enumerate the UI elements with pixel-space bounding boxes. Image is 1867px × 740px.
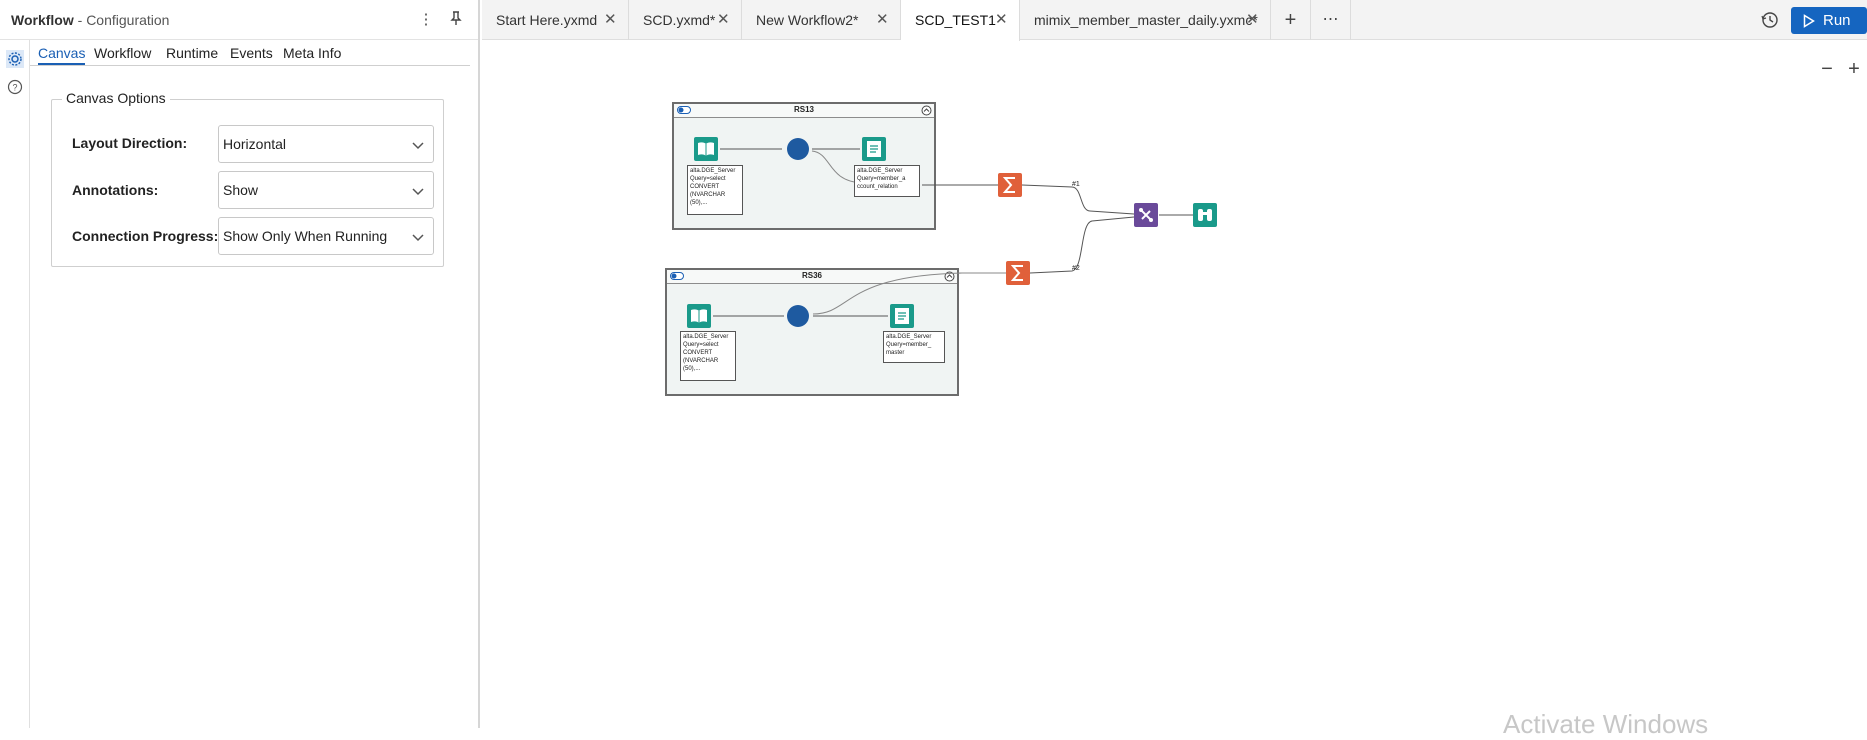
tab-new-workflow2[interactable]: New Workflow2* ✕: [742, 0, 901, 40]
input-data-tool-icon[interactable]: [687, 304, 711, 328]
tab-start-here[interactable]: Start Here.yxmd ✕: [482, 0, 629, 40]
workflow-canvas[interactable]: − + RS13 RS36: [482, 41, 1867, 739]
container-header: RS36: [667, 270, 957, 284]
canvas-options-legend: Canvas Options: [62, 90, 170, 106]
layout-direction-select[interactable]: Horizontal: [218, 125, 434, 163]
collapse-icon[interactable]: [921, 105, 932, 116]
layout-direction-value: Horizontal: [223, 136, 287, 152]
chevron-down-icon: [412, 234, 424, 242]
toggle-icon[interactable]: [670, 272, 684, 280]
annotations-label: Annotations:: [72, 182, 159, 198]
close-icon[interactable]: ✕: [995, 11, 1008, 28]
side-rail: ?: [0, 40, 30, 728]
pin-icon[interactable]: [446, 10, 466, 30]
summarize-tool-icon[interactable]: [1006, 261, 1030, 285]
zoom-out-button[interactable]: −: [1821, 58, 1833, 80]
tool-annotation: alta.DGE_Server Query=select CONVERT (NV…: [687, 165, 743, 215]
help-icon[interactable]: ?: [6, 78, 24, 96]
tab-label: Start Here.yxmd: [496, 12, 598, 28]
panel-title-sub: - Configuration: [73, 12, 170, 28]
tab-meta-info[interactable]: Meta Info: [283, 45, 342, 61]
connection-progress-value: Show Only When Running: [223, 228, 388, 244]
container-title: RS13: [793, 105, 814, 114]
connection-anchor-label: #1: [1072, 181, 1080, 188]
zoom-in-button[interactable]: +: [1848, 58, 1860, 80]
collapse-icon[interactable]: [944, 271, 955, 282]
svg-text:?: ?: [12, 83, 17, 93]
tab-label: SCD.yxmd*: [643, 12, 716, 28]
output-data-tool-icon[interactable]: [890, 304, 914, 328]
formula-tool-icon[interactable]: [786, 137, 810, 161]
canvas-options-group: Canvas Options Layout Direction: Horizon…: [51, 90, 444, 267]
container-header: RS13: [674, 104, 934, 118]
annotations-value: Show: [223, 182, 259, 198]
play-icon: [1803, 14, 1815, 28]
layout-direction-label: Layout Direction:: [72, 135, 188, 151]
chevron-down-icon: [412, 142, 424, 150]
chevron-down-icon: [412, 188, 424, 196]
connection-progress-label: Connection Progress:: [72, 228, 219, 244]
connection-line: [1029, 216, 1135, 274]
summarize-tool-icon[interactable]: [998, 173, 1022, 197]
connection-progress-select[interactable]: Show Only When Running: [218, 217, 434, 255]
tab-mimix-member-master-daily[interactable]: mimix_member_master_daily.yxmc* ✕: [1020, 0, 1271, 40]
panel-title: Workflow - Configuration: [11, 12, 169, 28]
tool-annotation: alta.DGE_Server Query=member_a ccount_re…: [854, 165, 920, 197]
input-data-tool-icon[interactable]: [694, 137, 718, 161]
close-icon[interactable]: ✕: [876, 11, 889, 28]
tab-canvas[interactable]: Canvas: [38, 45, 86, 65]
tool-annotation: alta.DGE_Server Query=member_ master: [883, 331, 945, 363]
browse-tool-icon[interactable]: [1193, 203, 1217, 227]
tab-label: mimix_member_master_daily.yxmc*: [1034, 12, 1258, 28]
panel-title-main: Workflow: [11, 12, 74, 28]
more-tabs-button[interactable]: ⋯: [1311, 0, 1351, 40]
configuration-panel: Workflow - Configuration ⋮ ? Canvas Work…: [0, 0, 480, 728]
history-icon[interactable]: [1760, 10, 1780, 30]
document-tab-bar: Start Here.yxmd ✕ SCD.yxmd* ✕ New Workfl…: [482, 0, 1867, 41]
tab-scd-test1[interactable]: SCD_TEST1 ✕: [901, 0, 1020, 41]
settings-gear-icon[interactable]: [6, 50, 24, 68]
close-icon[interactable]: ✕: [717, 11, 730, 28]
container-title: RS36: [801, 271, 822, 280]
more-options-icon[interactable]: ⋮: [418, 11, 434, 28]
union-tool-icon[interactable]: [1134, 203, 1158, 227]
add-tab-button[interactable]: +: [1271, 0, 1311, 40]
connection-anchor-label: #2: [1072, 265, 1080, 272]
connection-line: [1021, 184, 1135, 215]
tab-label: SCD_TEST1: [915, 12, 996, 28]
run-button[interactable]: Run: [1791, 7, 1867, 34]
tab-label: New Workflow2*: [756, 12, 859, 28]
tab-scd[interactable]: SCD.yxmd* ✕: [629, 0, 742, 40]
run-button-label: Run: [1823, 12, 1851, 29]
annotations-select[interactable]: Show: [218, 171, 434, 209]
configuration-header: Workflow - Configuration ⋮: [0, 0, 478, 40]
configuration-tabs: Canvas Workflow Runtime Events Meta Info: [30, 44, 470, 66]
close-icon[interactable]: ✕: [1246, 11, 1259, 28]
activate-windows-watermark: Activate Windows: [1503, 709, 1709, 739]
tool-annotation: alta.DGE_Server Query=select CONVERT (NV…: [680, 331, 736, 381]
tab-events[interactable]: Events: [230, 45, 273, 61]
formula-tool-icon[interactable]: [786, 304, 810, 328]
output-data-tool-icon[interactable]: [862, 137, 886, 161]
toggle-icon[interactable]: [677, 106, 691, 114]
tab-runtime[interactable]: Runtime: [166, 45, 219, 61]
close-icon[interactable]: ✕: [604, 11, 617, 28]
tab-workflow[interactable]: Workflow: [94, 45, 152, 61]
